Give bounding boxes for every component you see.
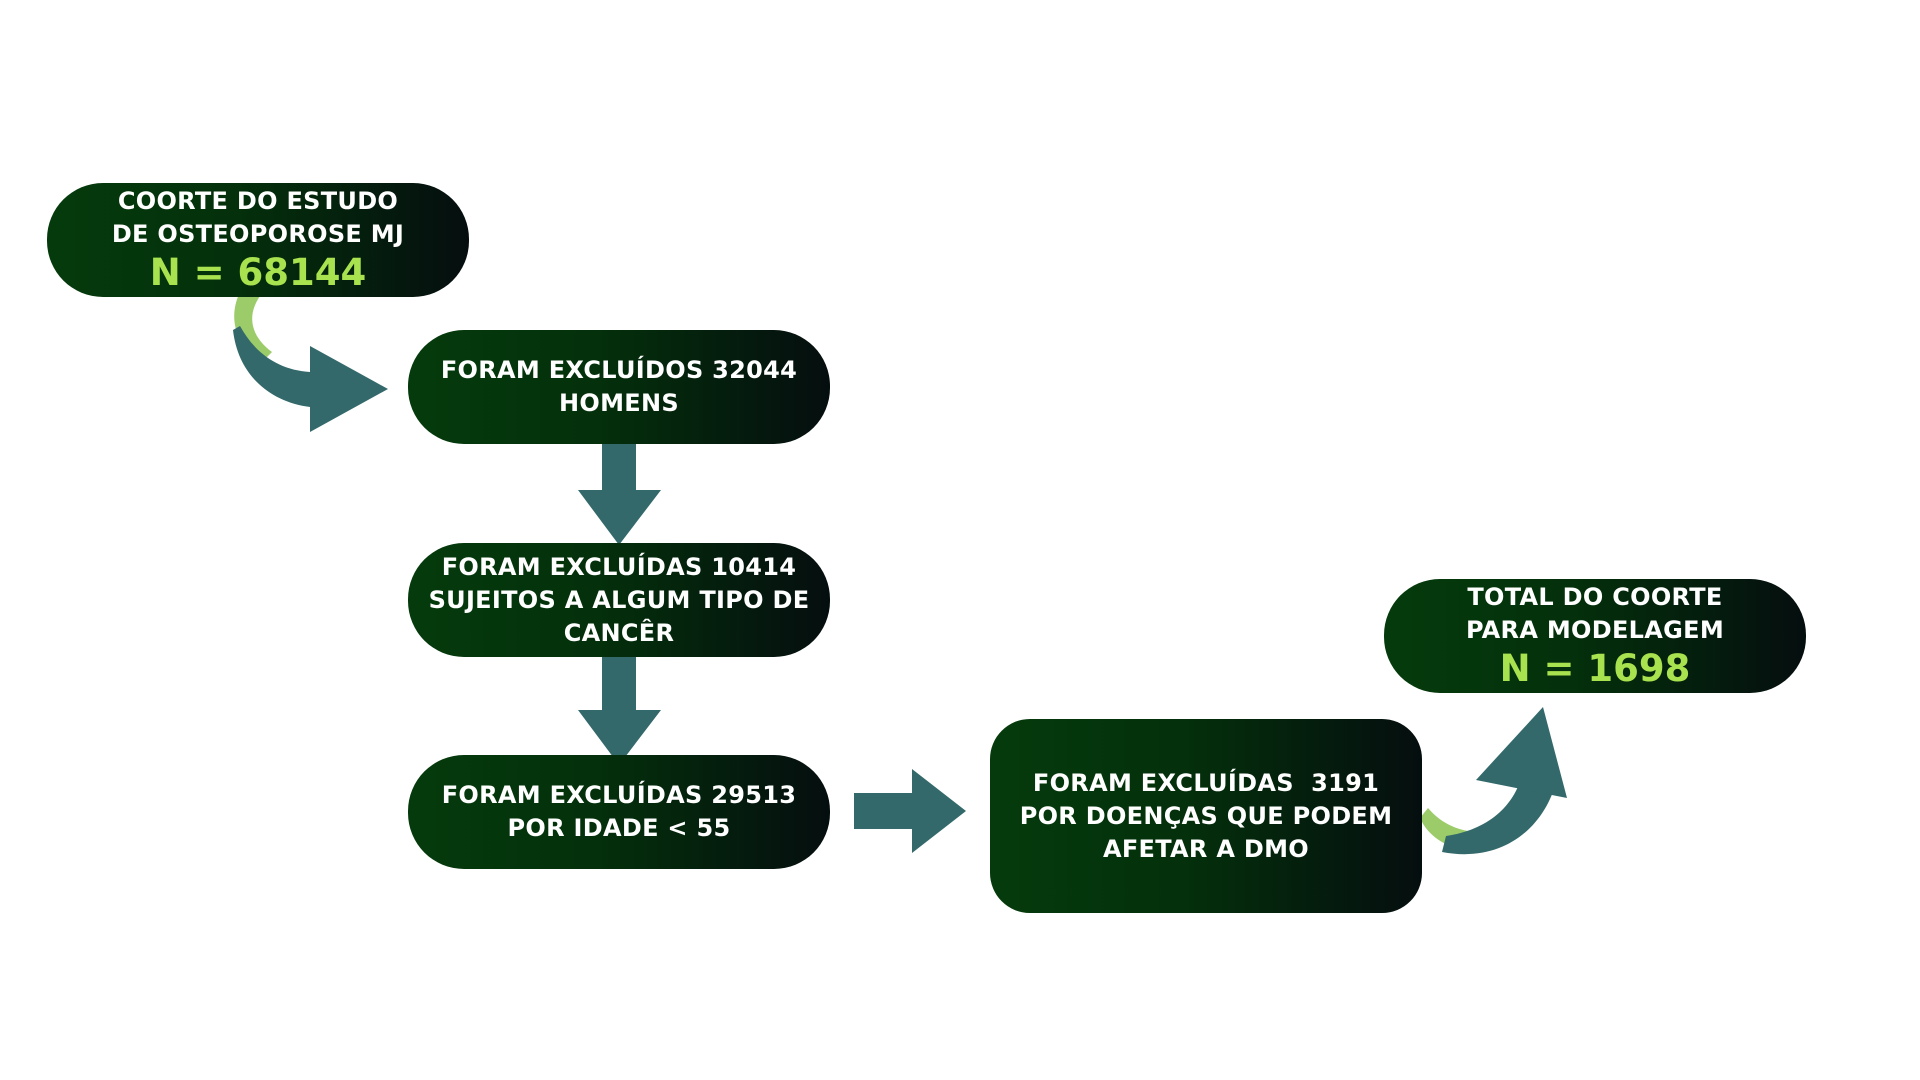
total-box: TOTAL DO COORTE PARA MODELAGEM N = 1698 bbox=[1384, 579, 1806, 693]
arrow-shaft bbox=[1442, 775, 1556, 855]
excluded-disease-line-1: FORAM EXCLUÍDAS 3191 bbox=[1032, 768, 1380, 797]
excluded-disease-line-2: POR DOENÇAS QUE PODEM bbox=[1019, 801, 1393, 830]
right-arrow-age-to-disease bbox=[854, 769, 966, 853]
down-arrow-cancer-to-age bbox=[578, 654, 661, 765]
excluded-age-line-1: FORAM EXCLUÍDAS 29513 bbox=[441, 781, 797, 809]
excluded-age-line-2: POR IDADE < 55 bbox=[507, 814, 731, 842]
cohort-box: COORTE DO ESTUDO DE OSTEOPOROSE MJ N = 6… bbox=[47, 183, 469, 297]
curved-arrow-disease-to-total bbox=[1420, 707, 1567, 855]
arrow-shaft bbox=[602, 654, 636, 712]
arrow-head bbox=[1476, 707, 1567, 798]
cohort-count: N = 68144 bbox=[149, 251, 367, 294]
total-line-2: PARA MODELAGEM bbox=[1465, 616, 1725, 644]
excluded-men-line-2: HOMENS bbox=[559, 389, 679, 417]
excluded-cancer-line-1: FORAM EXCLUÍDAS 10414 bbox=[441, 552, 797, 581]
excluded-disease-box: FORAM EXCLUÍDAS 3191 POR DOENÇAS QUE POD… bbox=[990, 719, 1422, 913]
excluded-cancer-line-2: SUJEITOS A ALGUM TIPO DE bbox=[428, 585, 810, 614]
excluded-cancer-line-3: CANCÊR bbox=[563, 618, 675, 647]
total-line-1: TOTAL DO COORTE bbox=[1467, 583, 1723, 611]
arrow-shaft bbox=[854, 793, 914, 829]
excluded-age-box: FORAM EXCLUÍDAS 29513 POR IDADE < 55 bbox=[408, 755, 830, 869]
down-arrow-men-to-cancer bbox=[578, 434, 661, 545]
excluded-cancer-box: FORAM EXCLUÍDAS 10414 SUJEITOS A ALGUM T… bbox=[408, 543, 830, 657]
arrow-head bbox=[578, 710, 661, 765]
arrow-shaft bbox=[233, 326, 310, 407]
arrow-accent-band bbox=[234, 294, 272, 362]
cohort-line-2: DE OSTEOPOROSE MJ bbox=[111, 220, 405, 248]
total-count: N = 1698 bbox=[1499, 647, 1691, 690]
curved-arrow-cohort-to-men bbox=[233, 294, 388, 432]
excluded-men-line-1: FORAM EXCLUÍDOS 32044 bbox=[440, 356, 798, 384]
cohort-line-1: COORTE DO ESTUDO bbox=[117, 187, 399, 215]
excluded-disease-line-3: AFETAR A DMO bbox=[1102, 834, 1310, 863]
excluded-men-box: FORAM EXCLUÍDOS 32044 HOMENS bbox=[408, 330, 830, 444]
arrow-head bbox=[578, 490, 661, 545]
arrow-head bbox=[912, 769, 966, 853]
arrow-head bbox=[310, 346, 388, 432]
